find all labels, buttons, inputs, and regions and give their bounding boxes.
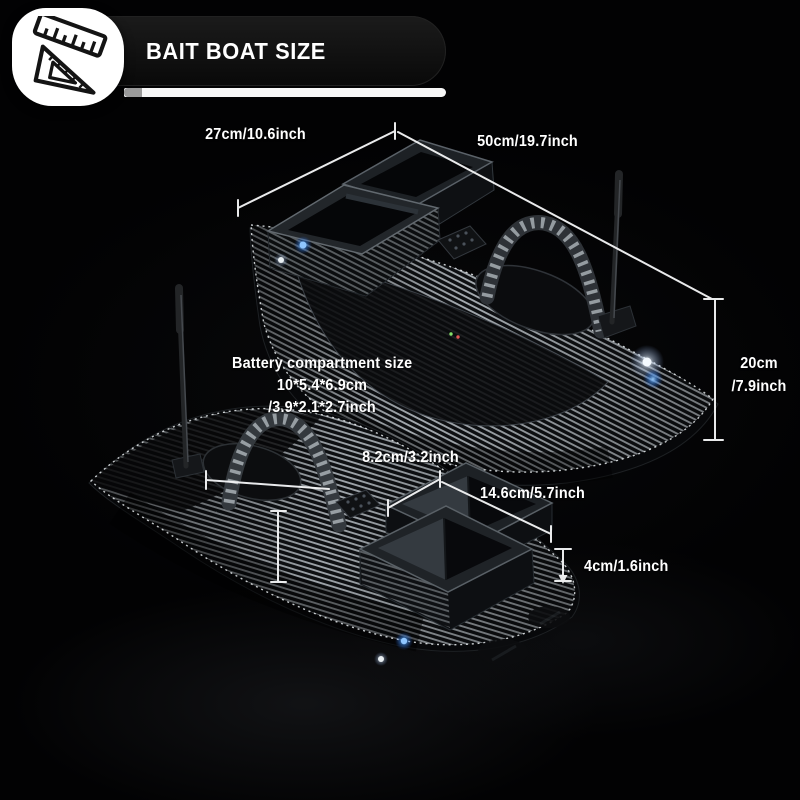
carry-handle-ribs [223, 413, 345, 527]
stern-led-blue [400, 637, 408, 645]
keypad-panel [437, 225, 487, 260]
dimension-battery-height [270, 510, 287, 583]
dimension-length-50cm [397, 131, 724, 300]
antenna [597, 170, 637, 339]
battery-compartment-label: Battery compartment size 10*5.4*6.9cm /3… [232, 353, 412, 419]
bait-hopper-rear [341, 139, 495, 239]
led-lights [274, 236, 664, 389]
dimension-hopper-height-4cm [554, 548, 572, 584]
propeller-hardware [478, 606, 570, 665]
height-label-cm: 20cm [740, 355, 778, 372]
carry-handle-ribs [481, 217, 607, 333]
keypad-panel [335, 489, 381, 519]
hopper-cavity [468, 476, 536, 533]
keypad-buttons [448, 231, 474, 250]
page-title: BAIT BOAT SIZE [146, 37, 326, 64]
status-led-green [449, 332, 453, 336]
dimension-label-hopper-width: 14.6cm/5.7inch [480, 485, 585, 502]
stern-led-white [378, 656, 384, 662]
antenna-base [597, 305, 637, 339]
hopper-lid-left [378, 518, 446, 580]
hopper-cavity [444, 518, 512, 580]
dimension-height-20cm [703, 299, 724, 441]
stern-led-white [278, 257, 284, 263]
dimension-label-hopper-height: 4cm/1.6inch [584, 558, 669, 575]
height-label-inch: /7.9inch [731, 378, 787, 395]
dimension-gap-8-2cm [387, 470, 441, 517]
hopper-cavity [288, 196, 418, 246]
size-badge [12, 8, 124, 106]
keypad-buttons [346, 494, 371, 511]
stern-led-blue [299, 241, 307, 249]
dimension-hopper-width-14-6cm [441, 481, 552, 543]
dimension-width-27cm [237, 122, 396, 217]
battery-label-imperial: /3.9*2.1*2.7inch [268, 399, 376, 416]
antenna [171, 284, 205, 479]
dimension-label-width: 27cm/10.6inch [205, 126, 306, 143]
dimension-lines [205, 122, 724, 584]
dimension-label-handle-gap: 8.2cm/3.2inch [362, 449, 459, 466]
deck-rim-lights [89, 407, 576, 646]
bow-led [642, 357, 652, 367]
banner-underline [124, 88, 446, 97]
cockpit-center [291, 255, 609, 427]
battery-label-metric: 10*5.4*6.9cm [276, 377, 368, 394]
control-keypad [335, 489, 381, 519]
hopper-body-carbon [360, 549, 450, 628]
dimension-label-height: 20cm /7.9inch [726, 352, 793, 398]
control-keypad [437, 225, 487, 260]
battery-label-title: Battery compartment size [232, 355, 413, 372]
ruler-set-square-icon [32, 16, 108, 95]
hopper-cavity [361, 152, 473, 197]
bait-hopper-front [266, 184, 441, 297]
bow-led-blue [643, 369, 663, 389]
status-led-red [456, 335, 460, 339]
dimension-battery-length [205, 470, 330, 490]
bait-boat-lower-view [88, 284, 580, 666]
bait-hopper-front [358, 505, 535, 631]
led-lights [374, 632, 413, 666]
deck-lower-shadow [109, 492, 425, 652]
dimension-label-length: 50cm/19.7inch [477, 133, 578, 150]
hopper-inner-wall [345, 193, 419, 215]
